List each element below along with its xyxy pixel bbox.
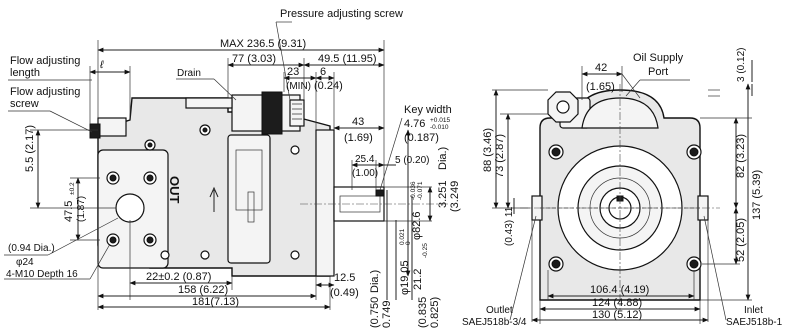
dim-88: 88 (3.46) (482, 128, 494, 172)
dim-0-43: (0.43) 11 (504, 206, 515, 246)
dim-47-5-inch: (1.87) (76, 196, 87, 222)
dim-0-750: (0.750 (369, 297, 381, 328)
front-bolts (548, 144, 702, 272)
dim-22: 22±0.2 (0.87) (146, 271, 211, 283)
dim-3-249: (3.249 (449, 181, 461, 212)
dim-43: 43 (352, 116, 364, 128)
label-flow-screw-1: Flow adjusting (10, 86, 80, 98)
label-outlet-1: Outlet (486, 305, 513, 316)
dim-max-length: MAX 236.5 (9.31) (220, 38, 306, 50)
dim-82-6-tol-lower: -0.071 (417, 181, 424, 200)
dim-19-05-tol-upper: 0.021 (399, 228, 406, 245)
front-view-labels: Oil Supply Port 42 (1.65) 3 (0.12) 88 (3… (462, 48, 783, 328)
dim-25-4-inch: (1.00) (352, 168, 378, 179)
dim-82-6: φ82.6 (411, 211, 423, 240)
side-view-dimensions (4, 21, 433, 310)
dim-12-5: 12.5 (334, 272, 355, 284)
dim-47-5-tol: ±0.2 (69, 182, 76, 195)
dim-77: 77 (3.03) (232, 53, 276, 65)
label-pressure-screw: Pressure adjusting screw (280, 8, 403, 20)
dim-137: 137 (5.39) (751, 170, 763, 220)
flange-bolt-holes (106, 171, 157, 247)
dim-0-749: 0.749 (381, 300, 393, 328)
dim-73: 73 (2.87) (494, 134, 506, 178)
outlet-port (115, 193, 145, 223)
label-flow-length-1: Flow adjusting (10, 55, 80, 67)
dim-5: 5 (0.20) (395, 155, 429, 166)
dim-5-5: 5.5 (2.17) (24, 125, 36, 172)
dim-3-251: 3.251 (437, 180, 449, 208)
dim-0-750-dia: Dia.) (369, 270, 381, 293)
dim-130: 130 (5.12) (592, 309, 642, 321)
dim-key-tol-upper: +0.015 (430, 117, 450, 124)
dim-19-05-tol-lower: 0 (405, 241, 412, 245)
front-view (520, 84, 720, 310)
label-flow-length-symbol: ℓ (99, 59, 104, 71)
label-flow-length-2: length (10, 67, 40, 79)
dim-6: 6 (320, 66, 326, 78)
dim-49-5: 49.5 (11.95) (318, 53, 377, 65)
dim-42: 42 (595, 62, 607, 74)
dim-106-4: 106.4 (4.19) (590, 284, 649, 296)
label-oil-supply-1: Oil Supply (633, 52, 684, 64)
dim-47-5: 47.5 (63, 201, 75, 222)
flow-screw-knob (89, 123, 101, 139)
front-plate (315, 129, 335, 277)
dim-25-4: 25.4 (355, 154, 375, 165)
dim-key-value: 4.76 (404, 118, 425, 130)
dim-19-05: φ19.05 (399, 260, 411, 295)
dim-52: 52 (2.05) (735, 218, 747, 262)
side-view: OUT (89, 91, 450, 277)
pressure-screw-nut (261, 91, 283, 135)
dim-158: 158 (6.22) (178, 284, 228, 296)
dim-21-2: 21.2 (412, 269, 424, 290)
label-key-width: Key width (404, 104, 452, 116)
dim-6-inch: (0.24) (314, 80, 343, 92)
shaft-key (375, 189, 385, 197)
dim-key-tol-lower: -0.010 (430, 124, 449, 131)
label-hole-dia: (0.94 Dia.) (8, 243, 55, 254)
dim-43-inch: (1.69) (344, 132, 373, 144)
valve-block (227, 134, 271, 264)
label-hole-phi: φ24 (16, 257, 34, 268)
dim-3-251-dia: Dia.) (437, 147, 449, 170)
label-outlet-2: SAEJ518b-3/4 (462, 317, 527, 328)
dim-181: 181(7.13) (192, 296, 239, 308)
label-inlet-2: SAEJ518b-1 (726, 317, 783, 328)
label-oil-supply-2: Port (648, 66, 668, 78)
label-flow-screw-2: screw (10, 98, 39, 110)
flow-screw (97, 117, 127, 137)
out-mark: OUT (167, 176, 182, 204)
label-inlet-1: Inlet (744, 305, 763, 316)
front-view-dimensions (492, 60, 753, 324)
dim-23-min: (MIN) (286, 81, 311, 92)
flow-arrow-icon (209, 186, 219, 212)
dim-82-6-tol-upper: -0.036 (410, 181, 417, 200)
dim-12-5-inch: (0.49) (330, 287, 359, 299)
dim-82: 82 (3.23) (735, 134, 747, 178)
dim-124: 124 (4.88) (592, 297, 642, 309)
dim-23: 23 (287, 66, 299, 78)
label-thread: 4-M10 Depth 16 (6, 269, 78, 280)
dim-3: 3 (0.12) (736, 48, 747, 82)
dim-21-2-tol: -0.25 (422, 243, 429, 258)
dim-key-inch: (0.187) (404, 132, 439, 144)
side-view-labels: Pressure adjusting screw Flow adjusting … (6, 8, 461, 328)
label-drain: Drain (177, 68, 201, 79)
dim-0-825: 0.825) (429, 297, 441, 328)
dim-42-inch: (1.65) (586, 81, 615, 93)
dim-0-835: (0.835 (417, 297, 429, 328)
